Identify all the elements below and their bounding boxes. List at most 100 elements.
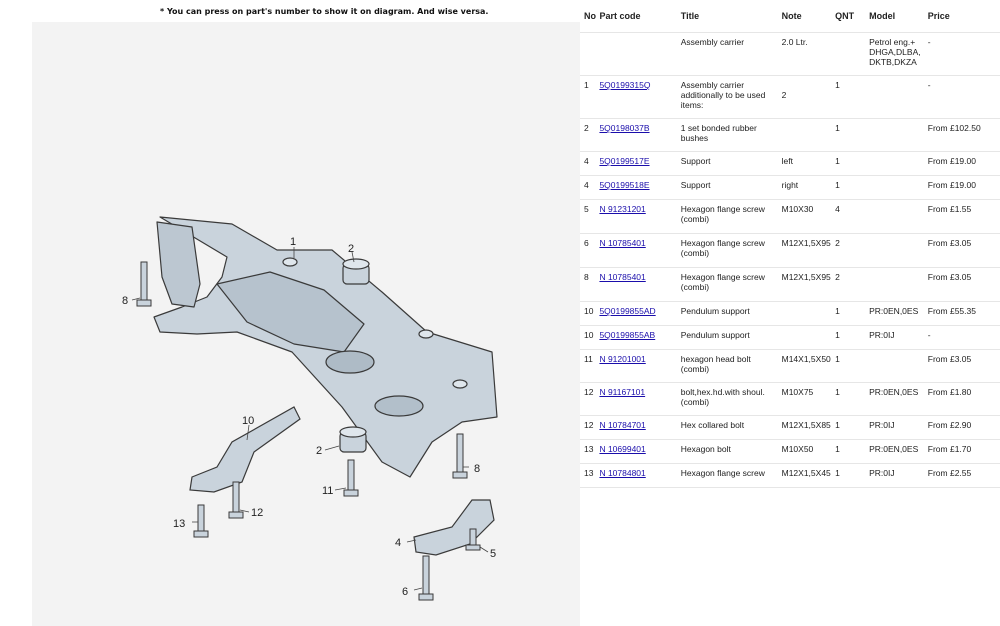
table-row[interactable]: 13 N 10699401 Hexagon bolt M10X50 1 PR:0… — [580, 440, 1000, 464]
cell-no: 1 — [580, 76, 595, 119]
table-row[interactable]: 10 5Q0199855AB Pendulum support 1 PR:0IJ… — [580, 326, 1000, 350]
callout-12[interactable]: 12 — [251, 507, 263, 519]
table-row[interactable]: 4 5Q0199518E Support right 1 From £19.00 — [580, 176, 1000, 200]
part-code-link[interactable]: N 10785401 — [599, 238, 645, 248]
table-row[interactable]: 5 N 91231201 Hexagon flange screw (combi… — [580, 200, 1000, 234]
table-row[interactable]: 10 5Q0199855AD Pendulum support 1 PR:0EN… — [580, 302, 1000, 326]
cell-no — [580, 33, 595, 76]
cell-part-code: N 10699401 — [595, 440, 676, 464]
cell-model: PR:0IJ — [865, 416, 924, 440]
part-code-link[interactable]: N 10699401 — [599, 444, 645, 454]
table-body: Assembly carrier 2.0 Ltr. Petrol eng.+ D… — [580, 33, 1000, 488]
cell-title: Hexagon flange screw — [677, 464, 778, 488]
table-row[interactable]: Assembly carrier 2.0 Ltr. Petrol eng.+ D… — [580, 33, 1000, 76]
cell-title: Hexagon flange screw (combi) — [677, 234, 778, 268]
cell-title: Assembly carrier additionally to be used… — [677, 76, 778, 119]
cell-no: 10 — [580, 302, 595, 326]
callout-10[interactable]: 10 — [242, 415, 254, 427]
table-row[interactable]: 6 N 10785401 Hexagon flange screw (combi… — [580, 234, 1000, 268]
part-code-link[interactable]: N 10784701 — [599, 420, 645, 430]
header-price: Price — [924, 0, 1000, 33]
cell-title: 1 set bonded rubber bushes — [677, 119, 778, 152]
cell-model — [865, 234, 924, 268]
cell-no: 4 — [580, 176, 595, 200]
cell-price: From £3.05 — [924, 268, 1000, 302]
cell-note: 2 — [778, 76, 832, 119]
cell-title: Hexagon bolt — [677, 440, 778, 464]
table-row[interactable]: 8 N 10785401 Hexagon flange screw (combi… — [580, 268, 1000, 302]
callout-2-bottom[interactable]: 2 — [316, 445, 322, 457]
table-row[interactable]: 4 5Q0199517E Support left 1 From £19.00 — [580, 152, 1000, 176]
parts-diagram: 1 2 8 10 2 8 11 12 13 4 5 6 — [32, 22, 580, 626]
table-row[interactable]: 12 N 10784701 Hex collared bolt M12X1,5X… — [580, 416, 1000, 440]
part-code-link[interactable]: N 10784801 — [599, 468, 645, 478]
cell-note — [778, 326, 832, 350]
part-code-link[interactable]: N 91231201 — [599, 204, 645, 214]
cell-qnt: 2 — [831, 268, 865, 302]
cell-title: Hexagon flange screw (combi) — [677, 268, 778, 302]
cell-model — [865, 119, 924, 152]
cell-model: Petrol eng.+ DHGA,DLBA, DKTB,DKZA — [865, 33, 924, 76]
callout-5[interactable]: 5 — [490, 548, 496, 560]
cell-price: From £1.70 — [924, 440, 1000, 464]
callout-8-right[interactable]: 8 — [474, 463, 480, 475]
cell-price: From £1.80 — [924, 383, 1000, 416]
callout-2-top[interactable]: 2 — [348, 243, 354, 255]
cell-qnt: 4 — [831, 200, 865, 234]
cell-note: M10X30 — [778, 200, 832, 234]
table-row[interactable]: 2 5Q0198037B 1 set bonded rubber bushes … — [580, 119, 1000, 152]
part-code-link[interactable]: 5Q0199855AB — [599, 330, 655, 340]
cell-part-code: 5Q0198037B — [595, 119, 676, 152]
table-row[interactable]: 13 N 10784801 Hexagon flange screw M12X1… — [580, 464, 1000, 488]
cell-price: From £1.55 — [924, 200, 1000, 234]
cell-model: PR:0EN,0ES — [865, 302, 924, 326]
cell-part-code: N 10785401 — [595, 234, 676, 268]
part-code-link[interactable]: 5Q0199517E — [599, 156, 649, 166]
cell-title: Support — [677, 176, 778, 200]
table-row[interactable]: 1 5Q0199315Q Assembly carrier additional… — [580, 76, 1000, 119]
cell-no: 2 — [580, 119, 595, 152]
part-code-link[interactable]: 5Q0198037B — [599, 123, 649, 133]
cell-qnt: 2 — [831, 234, 865, 268]
cell-part-code: 5Q0199315Q — [595, 76, 676, 119]
cell-part-code: N 91167101 — [595, 383, 676, 416]
callout-4[interactable]: 4 — [395, 537, 401, 549]
part-code-link[interactable]: 5Q0199315Q — [599, 80, 650, 90]
cell-part-code — [595, 33, 676, 76]
cell-note: M12X1,5X45 — [778, 464, 832, 488]
cell-part-code: N 91231201 — [595, 200, 676, 234]
part-code-link[interactable]: N 10785401 — [599, 272, 645, 282]
table-row[interactable]: 11 N 91201001 hexagon head bolt (combi) … — [580, 350, 1000, 383]
callout-6[interactable]: 6 — [402, 586, 408, 598]
cell-qnt — [831, 33, 865, 76]
cell-title: Assembly carrier — [677, 33, 778, 76]
header-no: No — [580, 0, 595, 33]
cell-title: Pendulum support — [677, 302, 778, 326]
cell-note: M12X1,5X85 — [778, 416, 832, 440]
table-row[interactable]: 12 N 91167101 bolt,hex.hd.with shoul. (c… — [580, 383, 1000, 416]
cell-no: 4 — [580, 152, 595, 176]
cell-no: 8 — [580, 268, 595, 302]
callout-11[interactable]: 11 — [322, 485, 333, 497]
callout-1[interactable]: 1 — [290, 236, 296, 248]
part-code-link[interactable]: 5Q0199855AD — [599, 306, 655, 316]
part-code-link[interactable]: N 91167101 — [599, 387, 645, 397]
cell-part-code: N 10784701 — [595, 416, 676, 440]
cell-title: Support — [677, 152, 778, 176]
part-code-link[interactable]: 5Q0199518E — [599, 180, 649, 190]
cell-note: M10X75 — [778, 383, 832, 416]
callout-13[interactable]: 13 — [173, 518, 185, 530]
header-note: Note — [778, 0, 832, 33]
part-code-link[interactable]: N 91201001 — [599, 354, 645, 364]
cell-part-code: N 10784801 — [595, 464, 676, 488]
cell-part-code: 5Q0199855AB — [595, 326, 676, 350]
cell-model: PR:0EN,0ES — [865, 440, 924, 464]
cell-no: 11 — [580, 350, 595, 383]
cell-qnt: 1 — [831, 302, 865, 326]
cell-part-code: 5Q0199518E — [595, 176, 676, 200]
parts-table: No Part code Title Note QNT Model Price … — [580, 0, 1000, 488]
cell-qnt: 1 — [831, 350, 865, 383]
cell-qnt: 1 — [831, 176, 865, 200]
cell-model: PR:0IJ — [865, 326, 924, 350]
callout-8-left[interactable]: 8 — [122, 295, 128, 307]
